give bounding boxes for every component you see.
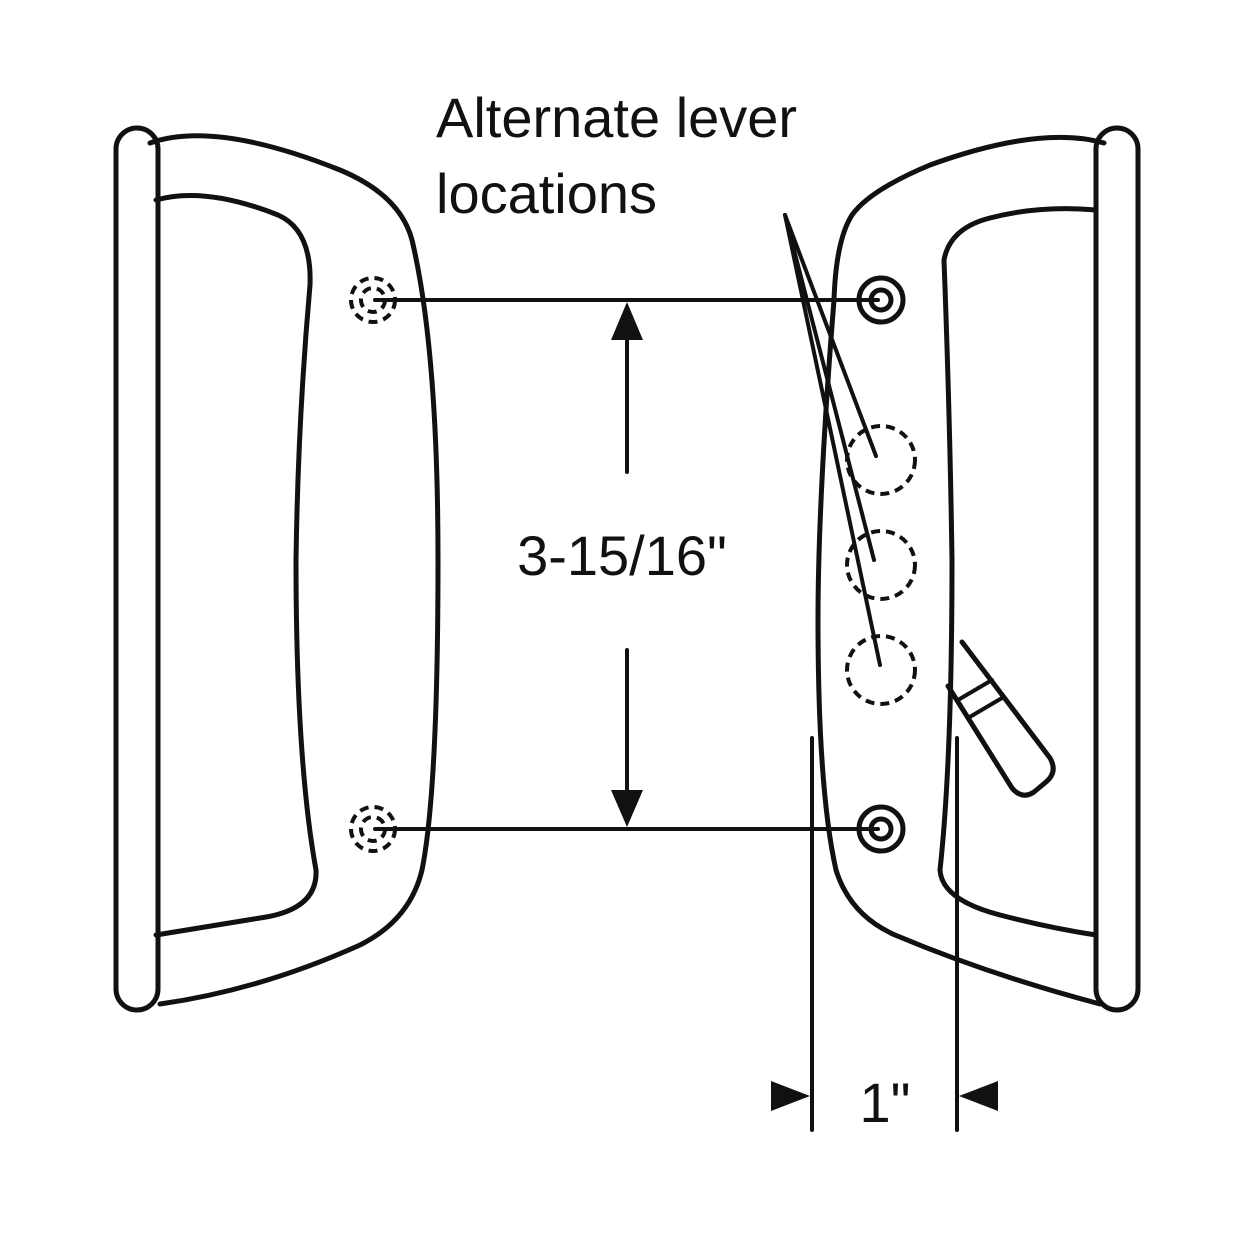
right-handle-body <box>815 134 1107 1007</box>
annotation-line-2: locations <box>436 162 657 225</box>
lever-offset-dimension: 1" <box>771 736 998 1134</box>
arrow-left-icon <box>959 1081 998 1111</box>
left-handle-body <box>147 133 441 1007</box>
alternate-lever-location-3 <box>845 634 917 706</box>
alternate-lever-annotation: Alternate lever locations <box>436 86 797 225</box>
right-handle-edge-plate <box>1093 125 1141 1013</box>
left-handle-grip-recess <box>153 192 319 938</box>
right-handle-grip-recess <box>937 206 1099 938</box>
lever-offset-label: 1" <box>859 1071 910 1134</box>
alternate-lever-leader-lines <box>783 213 882 667</box>
hole-spacing-label: 3-15/16" <box>517 524 727 587</box>
alternate-lever-location-2 <box>845 529 917 601</box>
arrow-down-icon <box>611 790 643 827</box>
left-handle <box>113 125 441 1013</box>
arrow-right-icon <box>771 1081 810 1111</box>
lock-lever <box>945 639 1056 798</box>
alternate-lever-location-1 <box>845 424 917 496</box>
right-handle <box>815 125 1141 1013</box>
arrow-up-icon <box>611 302 643 340</box>
annotation-line-1: Alternate lever <box>436 86 797 149</box>
hole-spacing-dimension: 3-15/16" <box>373 298 880 831</box>
left-handle-edge-plate <box>113 125 161 1013</box>
